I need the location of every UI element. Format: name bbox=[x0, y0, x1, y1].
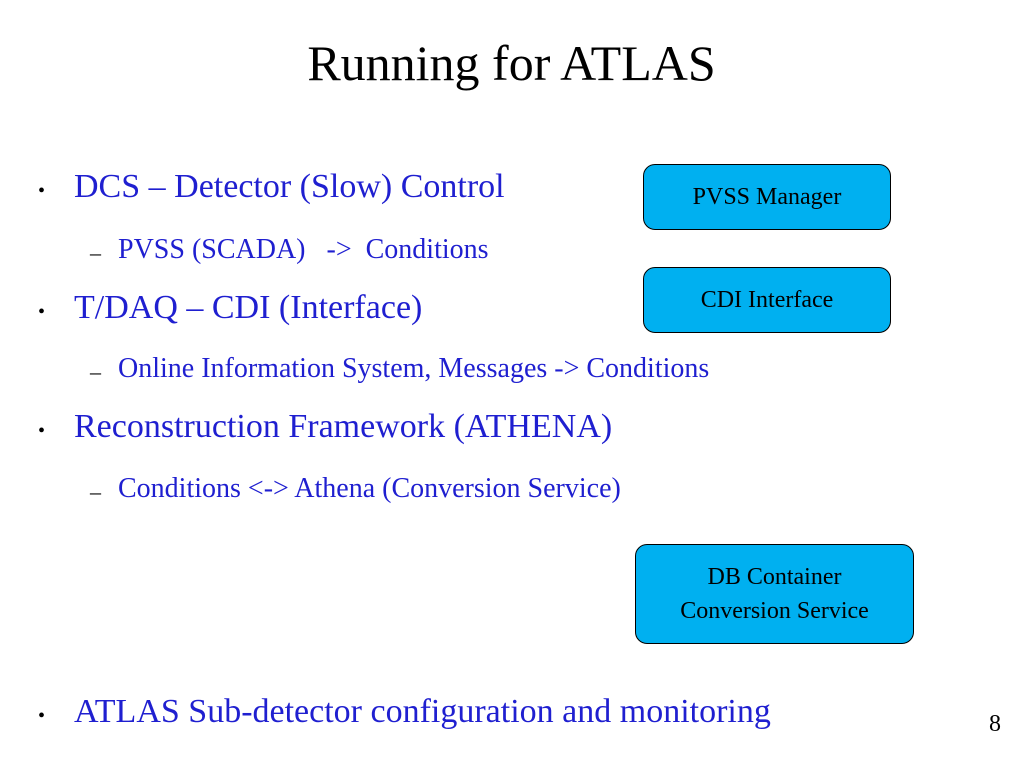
sub-bullet-pvss: PVSS (SCADA) -> Conditions bbox=[118, 234, 489, 265]
sub-bullet-online-info: Online Information System, Messages -> C… bbox=[118, 353, 710, 384]
bullet-tdaq: T/DAQ – CDI (Interface) bbox=[74, 289, 423, 326]
bullet-marker: • bbox=[38, 301, 46, 323]
bullet-marker: • bbox=[38, 180, 46, 202]
bullet-marker: • bbox=[38, 420, 46, 442]
sub-bullet-marker: – bbox=[90, 359, 101, 384]
sub-bullet-marker: – bbox=[90, 479, 101, 504]
pvss-manager-box: PVSS Manager bbox=[643, 164, 891, 230]
bullet-dcs: DCS – Detector (Slow) Control bbox=[74, 168, 505, 205]
bullet-atlas-subdetector: ATLAS Sub-detector configuration and mon… bbox=[74, 693, 771, 730]
slide-title: Running for ATLAS bbox=[307, 35, 716, 91]
db-container-box: DB Container Conversion Service bbox=[635, 544, 914, 644]
bullet-reconstruction: Reconstruction Framework (ATHENA) bbox=[74, 408, 613, 445]
cdi-interface-box: CDI Interface bbox=[643, 267, 891, 333]
sub-bullet-conditions-athena: Conditions <-> Athena (Conversion Servic… bbox=[118, 473, 621, 504]
page-number: 8 bbox=[989, 711, 1001, 737]
sub-bullet-marker: – bbox=[90, 240, 101, 265]
bullet-marker: • bbox=[38, 705, 46, 727]
